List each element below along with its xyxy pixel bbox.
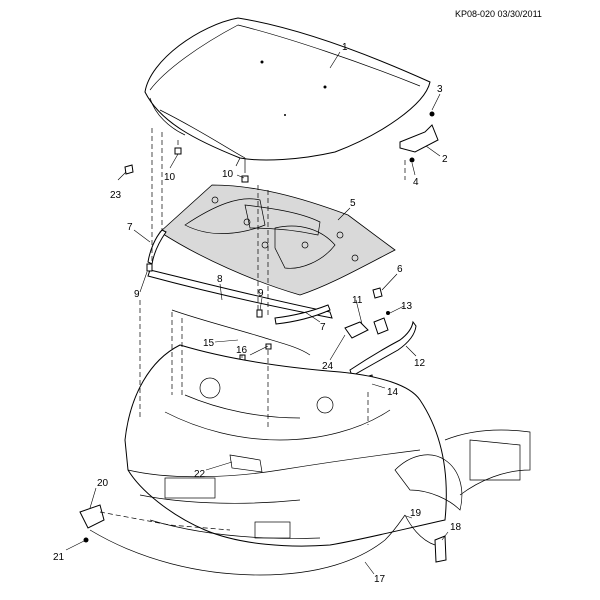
callout-21: 21: [53, 552, 65, 563]
hood-side-seal-right: [274, 304, 331, 325]
callout-2: 2: [442, 154, 448, 165]
callout-labels: 1 2 3 4 5 6 7 7 8 9 9 10 10 11 12 13 14 …: [53, 42, 462, 585]
callout-4: 4: [413, 177, 419, 188]
vehicle-front-end: [124, 344, 531, 547]
callout-20: 20: [97, 478, 109, 489]
callout-9-right: 9: [258, 288, 264, 299]
callout-9-left: 9: [134, 289, 140, 300]
callout-10-right: 10: [222, 169, 234, 180]
callout-5: 5: [350, 198, 356, 209]
callout-11: 11: [352, 295, 363, 306]
hood-panel: [144, 17, 431, 168]
callout-15: 15: [203, 338, 215, 349]
callout-18: 18: [450, 522, 462, 533]
callout-14: 14: [387, 387, 399, 398]
callout-23: 23: [110, 190, 122, 201]
bolt-23: [124, 164, 134, 175]
callout-22: 22: [194, 469, 206, 480]
callout-10-left: 10: [164, 172, 176, 183]
retainer-6: [372, 287, 383, 299]
release-cable: [171, 309, 311, 356]
callout-17: 17: [374, 574, 386, 585]
callout-6: 6: [397, 264, 403, 275]
callout-24: 24: [322, 361, 334, 372]
latch-bracket: [344, 311, 417, 377]
hood-hinge: [399, 111, 439, 163]
callout-16: 16: [236, 345, 248, 356]
alignment-lines: [139, 128, 406, 430]
prop-rod: [79, 504, 231, 543]
callout-7-right: 7: [320, 322, 326, 333]
hood-insulator: [159, 184, 396, 296]
callout-7-left: 7: [127, 222, 133, 233]
callout-13: 13: [401, 301, 413, 312]
callout-8: 8: [217, 274, 223, 285]
callout-1: 1: [342, 42, 348, 53]
clip-9: [146, 263, 263, 318]
callout-12: 12: [414, 358, 426, 369]
secondary-cable: [89, 514, 447, 576]
bracket-22: [229, 454, 263, 473]
callout-3: 3: [437, 84, 443, 95]
hood-side-seal-left: [147, 229, 167, 265]
fastener-16: [239, 343, 272, 361]
leader-lines: [65, 51, 449, 575]
callout-19: 19: [410, 508, 422, 519]
reference-code: KP08-020 03/30/2011: [455, 9, 542, 19]
cowl-seal: [147, 269, 333, 319]
